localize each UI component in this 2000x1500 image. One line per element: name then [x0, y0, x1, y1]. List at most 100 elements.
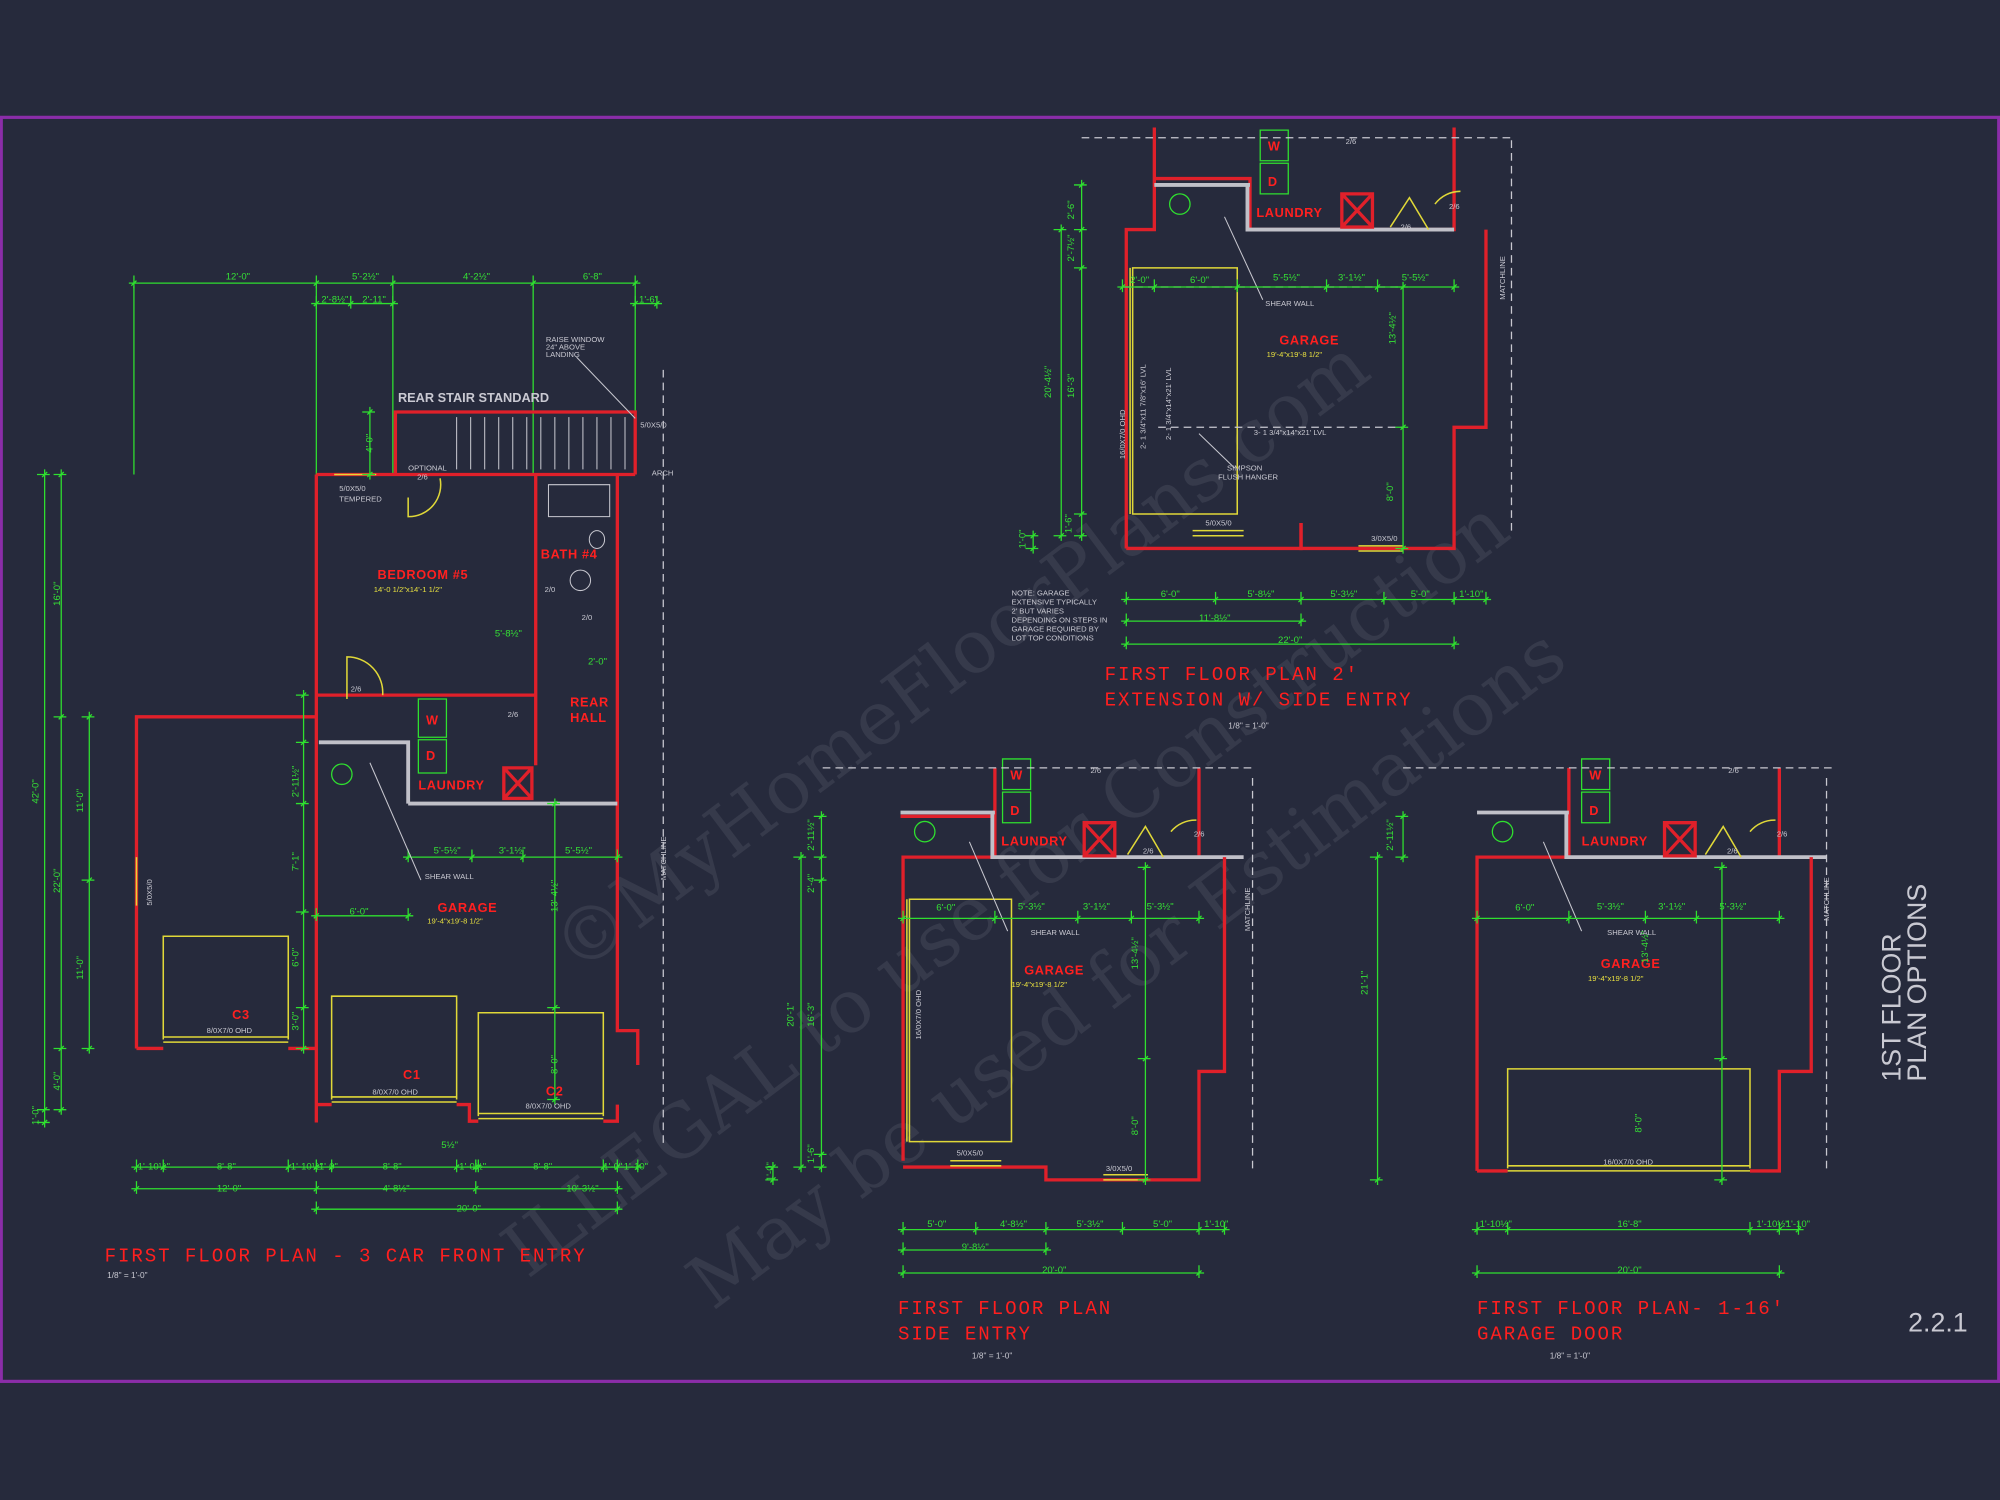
garage-door-track [1506, 1068, 1751, 1169]
room-label: D [426, 748, 436, 763]
dimension-tick [81, 877, 95, 884]
dimension-tick [1195, 910, 1202, 924]
room-label: GARAGE [1024, 962, 1084, 977]
annotation-label: 2/6 [1401, 223, 1412, 232]
plan-scale: 1/8" = 1'-0" [972, 1350, 1012, 1360]
dimension-label: 3'-1½" [1658, 901, 1685, 912]
dimension-tick [519, 849, 526, 863]
annotation-label: 2- 1 3/4"x14"x21' LVL [1164, 367, 1173, 440]
dimension-tick [295, 739, 309, 746]
dimension-tick [1073, 532, 1087, 539]
annotation-label: DEPENDING ON STEPS IN [1011, 615, 1107, 624]
plan-labels: 12'-0"5'-2½"4'-2½"6'-8"2'-8½"2'-11"1'-6"… [30, 137, 1831, 1276]
dimension-label: 5'-5½" [1402, 273, 1429, 284]
room-label: C2 [546, 1084, 564, 1099]
annotation-label: 2' BUT VARIES [1011, 607, 1064, 616]
dimension-label: 16'-3" [806, 1002, 817, 1026]
dimension-label: 1'-10½" [1756, 1219, 1788, 1230]
annotation-label: 19'-4"x19'-8 1/2" [1011, 980, 1067, 989]
dimension-label: 2'-8½" [321, 294, 348, 305]
door-swing [346, 656, 384, 699]
dimension-tick [347, 295, 354, 309]
dimension-label: 4'-8½" [1000, 1219, 1027, 1230]
dimension-tick [1374, 279, 1381, 293]
dimension-label: 5'-3½" [1077, 1219, 1104, 1230]
dimension-tick [1451, 591, 1458, 605]
dimension-tick [634, 1159, 641, 1173]
annotation-label: 19'-4"x19'-8 1/2" [1267, 350, 1323, 359]
dimension-tick [653, 295, 660, 309]
bathtub [547, 484, 611, 518]
dimension-label: 1'-10" [1459, 589, 1483, 600]
dimension-label: 4'-2½" [463, 271, 490, 282]
water-heater-icon [330, 763, 353, 786]
annotation-label: 5/0X5/0 [957, 1149, 983, 1158]
dimension-label: 5'-3½" [1597, 901, 1624, 912]
dimension-tick [313, 1201, 320, 1215]
room-label: HALL [570, 710, 607, 725]
room-label: LAUNDRY [1256, 205, 1322, 220]
dimension-tick [1776, 1221, 1783, 1235]
dimension-tick [53, 471, 67, 478]
dimension-tick [36, 1106, 50, 1113]
annotation-label: 2/6 [417, 473, 428, 482]
dimension-tick [972, 1221, 979, 1235]
dimension-label: 20'-1" [785, 1002, 796, 1026]
dimension-label: 5'-8½" [495, 628, 522, 639]
room-label: GARAGE [1279, 332, 1339, 347]
dimension-label: 12'-0" [226, 271, 250, 282]
dimension-label: 6'-0" [936, 903, 955, 914]
toilet-icon [588, 530, 606, 549]
annotation-label: GARAGE REQUIRED BY [1011, 624, 1098, 633]
dimension-tick [1474, 910, 1481, 924]
dimension-label: 5'-8½" [1247, 589, 1274, 600]
annotation-label: 2/6 [1194, 830, 1205, 839]
sheet-number: 2.2.1 [1908, 1308, 1968, 1338]
annotation-label: 2/6 [1091, 766, 1102, 775]
dimension-label: 13'-4½" [1387, 312, 1398, 344]
annotation-label: SHEAR WALL [1607, 928, 1656, 937]
dimension-tick [614, 1159, 621, 1173]
room-label: C3 [232, 1007, 250, 1022]
dimension-tick [313, 908, 320, 921]
annotation-label: 3/0X5/0 [1106, 1164, 1132, 1173]
room-label: D [1589, 803, 1599, 818]
dimension-tick [1693, 910, 1700, 924]
annotation-label: MATCHLINE [1243, 888, 1252, 932]
dimension-tick [1642, 910, 1649, 924]
dimension-label: 8'-0" [549, 1055, 560, 1074]
garage-door-track [162, 935, 605, 1117]
dimension-tick [313, 1181, 320, 1194]
dimension-tick [547, 800, 560, 807]
dimension-tick [1369, 854, 1383, 861]
dimension-tick [614, 849, 621, 863]
dimension-tick [1195, 1221, 1202, 1235]
interior-wall [1564, 812, 1827, 860]
water-heater-icon [1169, 193, 1191, 215]
dimension-tick [1380, 591, 1387, 605]
leader-line [369, 762, 422, 881]
side-title-line: PLAN OPTIONS [1902, 884, 1932, 1082]
dimension-label: 11'-0" [75, 789, 86, 813]
dimension-tick [1298, 591, 1305, 605]
wall [134, 715, 317, 1049]
dimension-tick [813, 1151, 827, 1158]
dimension-label: 13'-4½" [1640, 931, 1651, 963]
annotation-label: LANDING [546, 350, 580, 359]
dimension-tick [1119, 279, 1126, 293]
dimension-label: 11'-8½" [1199, 613, 1231, 624]
room-label: D [1010, 803, 1020, 818]
dimension-label: 6'-0" [349, 907, 368, 918]
dimension-label: 7'-1" [290, 852, 301, 871]
dimension-label: 16'-3" [1066, 374, 1077, 398]
dimension-label: 8'-0" [1634, 1114, 1645, 1133]
plan-scale: 1/8" = 1'-0" [107, 1270, 147, 1280]
annotation-label: 3/0X5/0 [1371, 534, 1397, 543]
dimension-tick [813, 854, 827, 861]
dimension-label: 4'-0" [52, 1072, 63, 1091]
dimension-tick [1395, 424, 1409, 431]
dimension-tick [765, 1164, 779, 1171]
dimension-tick [1074, 910, 1081, 924]
dimension-tick [1323, 279, 1330, 293]
dimension-tick [468, 849, 475, 863]
